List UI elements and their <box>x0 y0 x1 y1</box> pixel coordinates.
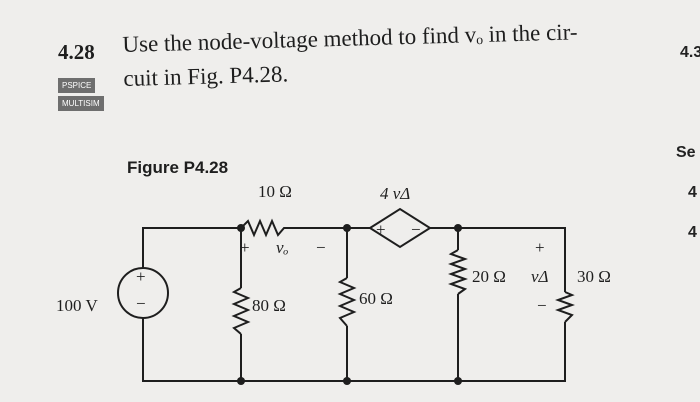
node-b <box>343 224 351 232</box>
figure-label: Figure P4.28 <box>127 158 229 177</box>
multisim-badge: MULTISIM <box>58 96 104 111</box>
problem-number: 4.28 <box>58 40 95 64</box>
resistor-20 <box>448 249 468 295</box>
voltage-source <box>117 267 169 319</box>
node-c <box>454 224 462 232</box>
resistor-30 <box>555 291 575 323</box>
node-e <box>343 377 351 385</box>
vo-label: vₒ <box>276 238 289 257</box>
source-minus: − <box>136 294 146 313</box>
dep-source-label: 4 vΔ <box>380 184 410 203</box>
edge-text-4: 4 <box>688 224 697 241</box>
top-right-wire <box>430 227 566 292</box>
node-a <box>237 224 245 232</box>
dep-plus: + <box>376 220 386 239</box>
dep-minus: − <box>411 220 421 239</box>
r-20-label: 20 Ω <box>472 267 506 286</box>
r-60-label: 60 Ω <box>359 289 393 308</box>
node-f <box>454 377 462 385</box>
vdelta-minus: − <box>537 296 547 315</box>
resistor-80 <box>231 287 251 335</box>
r-80-label: 80 Ω <box>252 296 286 315</box>
resistor-60 <box>337 277 357 327</box>
source-plus: + <box>136 267 146 286</box>
r-top-label: 10 Ω <box>258 182 292 201</box>
vdelta-plus: + <box>535 238 545 257</box>
r-30-label: 30 Ω <box>577 267 611 286</box>
edge-text-1: 4.3 <box>680 44 700 61</box>
dependent-source <box>368 207 432 249</box>
edge-text-2: Se <box>676 144 696 161</box>
top-left-wire <box>142 218 370 268</box>
node-d <box>237 377 245 385</box>
vo-minus: − <box>316 238 326 257</box>
pspice-badge: PSPICE <box>58 78 96 93</box>
source-voltage-label: 100 V <box>56 296 98 315</box>
vdelta-label: vΔ <box>531 267 549 286</box>
bottom-wire <box>142 318 566 382</box>
edge-text-3: 4 <box>688 184 697 201</box>
vo-plus: + <box>240 238 250 257</box>
